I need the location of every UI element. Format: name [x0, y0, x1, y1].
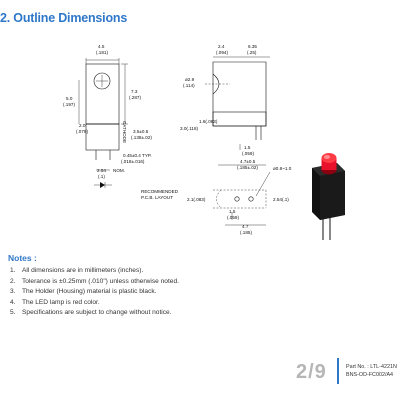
dim-h-total: 7.3	[131, 89, 138, 94]
dim-body-h: 3.0(.118)	[180, 126, 199, 131]
side-view: 2.4 (.094) 6.35 (.25) ø2.9 (.114) 1.6(.0…	[180, 44, 270, 170]
dim-w-small: 2.0	[79, 123, 86, 128]
note-item: 2.Tolerance is ±0.25mm (.010") unless ot…	[10, 277, 179, 285]
dim-top-width: 4.5	[98, 44, 105, 49]
dim-base-w: 4.7±0.5	[240, 159, 256, 164]
dim-pcb-pitch: 2.54(.1)	[273, 197, 289, 202]
note-item: 5.Specifications are subject to change w…	[10, 309, 172, 317]
part-number: Part No. : LTL-4221N	[346, 364, 397, 370]
outline-drawing: 4.5 (.181) 7.3 (.287) 5.0 (.197) CATHODE…	[63, 44, 345, 240]
dim-lead-len: 1.6(.063)	[199, 119, 218, 124]
dim-h-left-in: (.197)	[63, 102, 75, 107]
dim-pin-h-in: (.059)	[242, 151, 254, 156]
dim-pcb-s1: 1.5	[229, 209, 236, 214]
note-item: 1.All dimensions are in millimeters (inc…	[10, 267, 144, 274]
dim-side-w1-in: (.094)	[216, 50, 228, 55]
dim-hole-dia: ø0.8~1.0	[273, 166, 292, 171]
notes-list: 1.All dimensions are in millimeters (inc…	[10, 267, 179, 320]
cathode-label: CATHODE	[122, 121, 127, 143]
dim-base-w-in: (.185±.02)	[237, 165, 258, 170]
dim-pitch-in: (.1)	[98, 174, 105, 179]
dim-side-w2-in: (.25)	[247, 50, 257, 55]
dim-h-left: 5.0	[66, 96, 73, 101]
dim-lead-w: 0.45±0.4 TYP.	[123, 153, 152, 158]
pcb-title-line2: P.C.B. LAYOUT	[141, 195, 173, 200]
dim-dia-in: (.114)	[183, 83, 195, 88]
dim-side-w1: 2.4	[218, 44, 225, 49]
front-view: 4.5 (.181) 7.3 (.287) 5.0 (.197) CATHODE…	[63, 44, 152, 188]
dim-pcb-w: 4.7	[242, 224, 249, 229]
dim-side-w2: 6.35	[248, 44, 257, 49]
dim-pcb-s1-in: (.059)	[227, 215, 239, 220]
note-item: 4.The LED lamp is red color.	[10, 298, 100, 306]
note-item: 3.The Holder (Housing) material is plast…	[10, 288, 157, 296]
footer-divider	[337, 358, 339, 384]
dim-pitch-nom: NOM.	[113, 168, 125, 173]
dim-h-total-in: (.287)	[129, 95, 141, 100]
diode-symbol-icon	[100, 182, 105, 188]
notes-title: Notes :	[8, 253, 37, 263]
document-number: BNS-OD-FC002/A4	[346, 372, 394, 378]
dim-w-small-in: (.079)	[76, 129, 88, 134]
pcb-layout: RECOMMENDED P.C.B. LAYOUT 2.1(.083) ø0.8…	[141, 166, 292, 235]
dim-pcb-w-in: (.185)	[240, 230, 252, 235]
pcb-title-line1: RECOMMENDED	[141, 189, 179, 194]
dim-lead-w-in: (.018±.016)	[121, 159, 145, 164]
product-photo	[312, 153, 345, 240]
dim-dia: ø2.9	[185, 77, 195, 82]
section-title: 2. Outline Dimensions	[0, 11, 128, 25]
dim-pin-h: 1.5	[244, 145, 251, 150]
dim-top-width-in: (.181)	[96, 50, 108, 55]
page-number: 2/9	[296, 361, 327, 383]
dim-pcb-h: 2.1(.083)	[187, 197, 206, 202]
dim-pitch: 2.54	[97, 168, 106, 173]
footer-info: Part No. : LTL-4221N BNS-OD-FC002/A4	[346, 363, 397, 379]
dim-lead-sp-in: (.138±.02)	[131, 135, 152, 140]
dim-lead-sp: 3.5±0.5	[133, 129, 149, 134]
